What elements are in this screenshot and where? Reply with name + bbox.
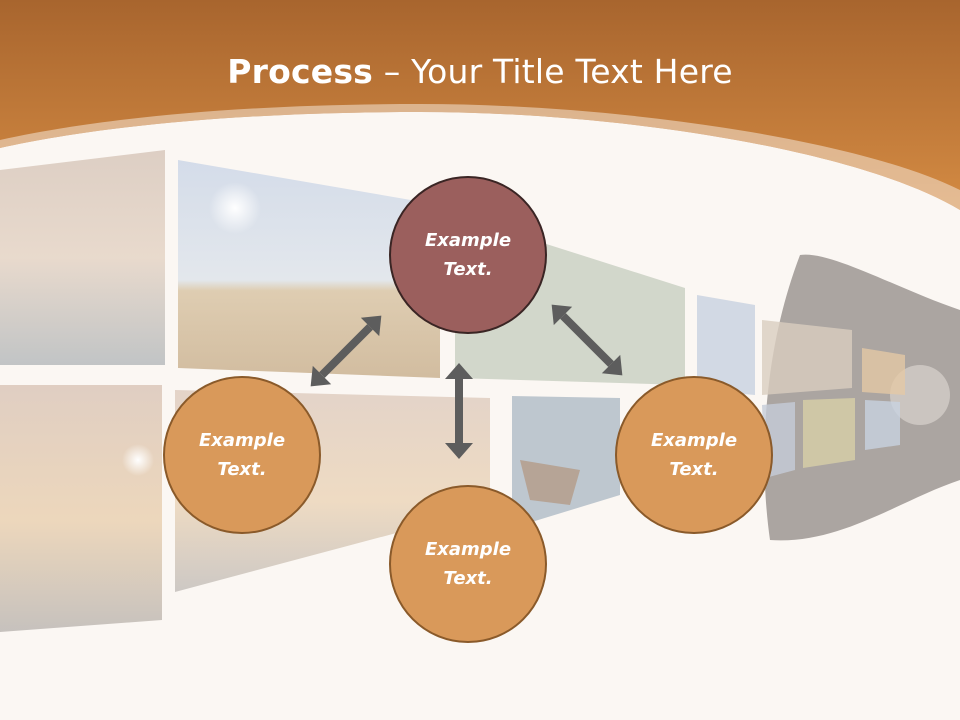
process-node-left[interactable]: Example Text.: [163, 376, 321, 534]
process-node-bottom[interactable]: Example Text.: [389, 485, 547, 643]
node-label: Example Text.: [424, 230, 512, 280]
process-node-top[interactable]: Example Text.: [389, 176, 547, 334]
node-label: Example Text.: [424, 539, 512, 589]
title-rest: – Your Title Text Here: [373, 52, 733, 91]
title-bold: Process: [227, 52, 374, 91]
node-label: Example Text.: [650, 430, 738, 480]
process-node-right[interactable]: Example Text.: [615, 376, 773, 534]
slide-title: Process – Your Title Text Here: [0, 52, 960, 91]
node-label: Example Text.: [198, 430, 286, 480]
